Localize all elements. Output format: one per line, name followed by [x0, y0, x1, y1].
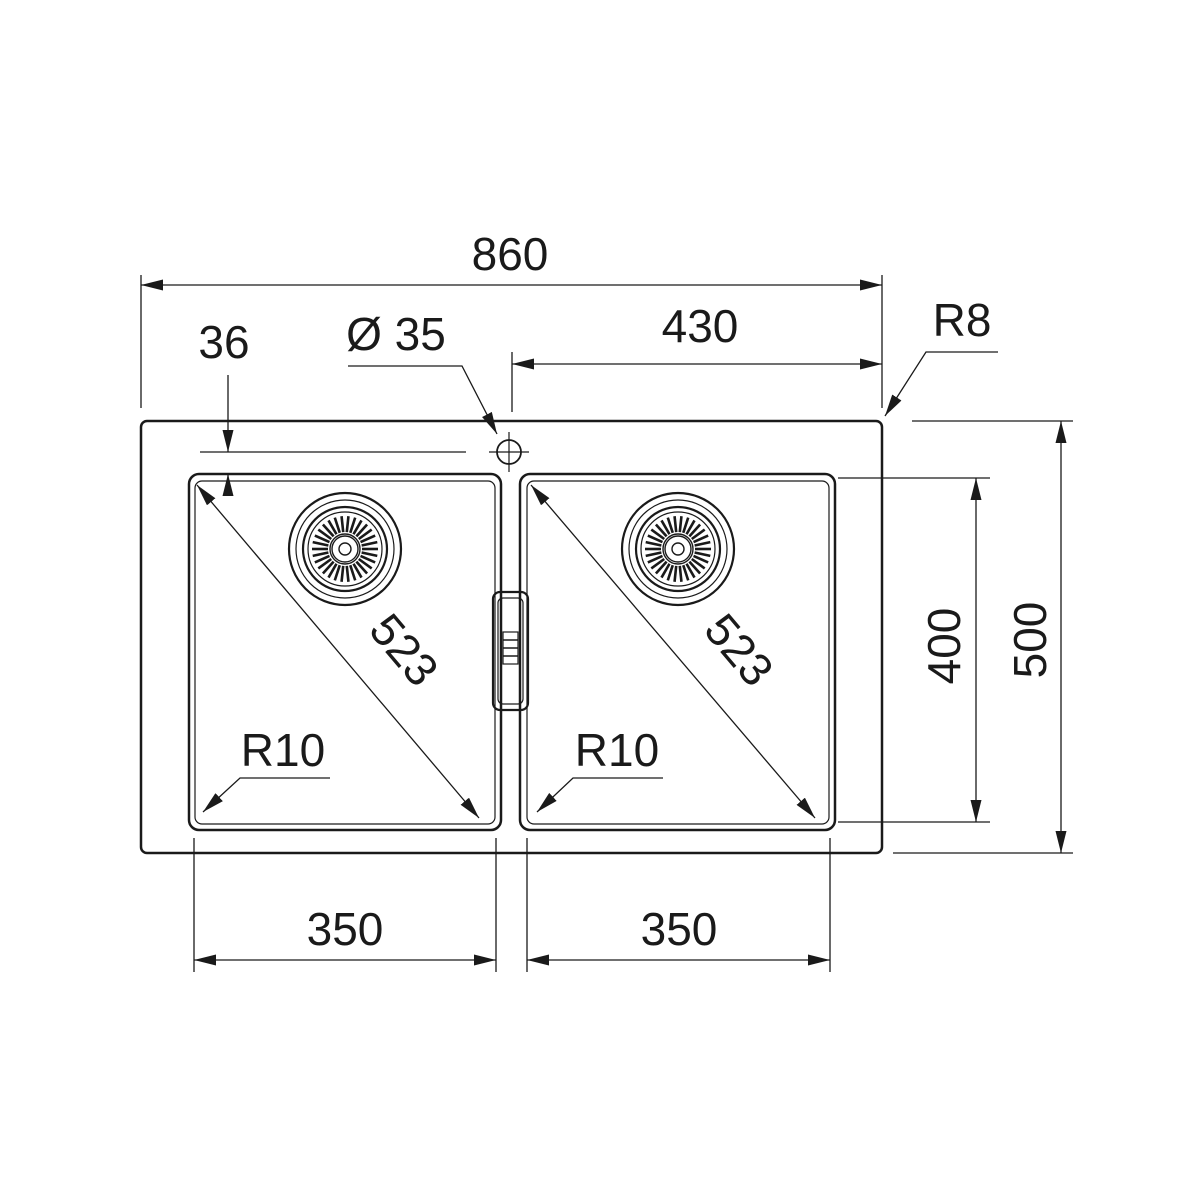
- dim-left-diagonal-label: 523: [360, 604, 449, 696]
- dim-half-width-label: 430: [662, 300, 739, 352]
- dim-right-inner-radius: R10: [536, 724, 663, 813]
- strainer-waste-icon: [287, 491, 403, 607]
- dim-right-bowl-width-label: 350: [641, 903, 718, 955]
- tap-hole-icon: [489, 432, 529, 472]
- dim-half-width: 430: [511, 300, 882, 412]
- dim-overall-depth: 500: [893, 420, 1073, 854]
- dim-tap-offset: 36: [198, 316, 250, 496]
- dim-outer-radius: R8: [884, 294, 998, 417]
- dim-outer-radius-label: R8: [933, 294, 992, 346]
- bowl-left: [187, 472, 503, 832]
- dim-overall-depth-label: 500: [1004, 602, 1056, 679]
- strainer-waste-icon: [620, 491, 736, 607]
- dim-tap-diameter: Ø 35: [346, 308, 498, 435]
- dim-left-inner-radius-label: R10: [241, 724, 325, 776]
- dim-bowl-depth-label: 400: [918, 608, 970, 685]
- sink-outline: [139, 419, 884, 855]
- dim-tap-diameter-label: Ø 35: [346, 308, 446, 360]
- dim-right-inner-radius-label: R10: [575, 724, 659, 776]
- dim-tap-offset-label: 36: [198, 316, 249, 368]
- dim-overall-width: 860: [140, 228, 883, 408]
- dim-right-bowl-width: 350: [526, 838, 831, 972]
- dim-left-bowl-width: 350: [193, 838, 497, 972]
- dim-bowl-depth: 400: [838, 477, 990, 823]
- dim-right-diagonal-label: 523: [695, 604, 784, 696]
- dim-overall-width-label: 860: [472, 228, 549, 280]
- dim-left-bowl-width-label: 350: [307, 903, 384, 955]
- overflow-icon: [491, 590, 530, 712]
- dim-left-inner-radius: R10: [202, 724, 330, 813]
